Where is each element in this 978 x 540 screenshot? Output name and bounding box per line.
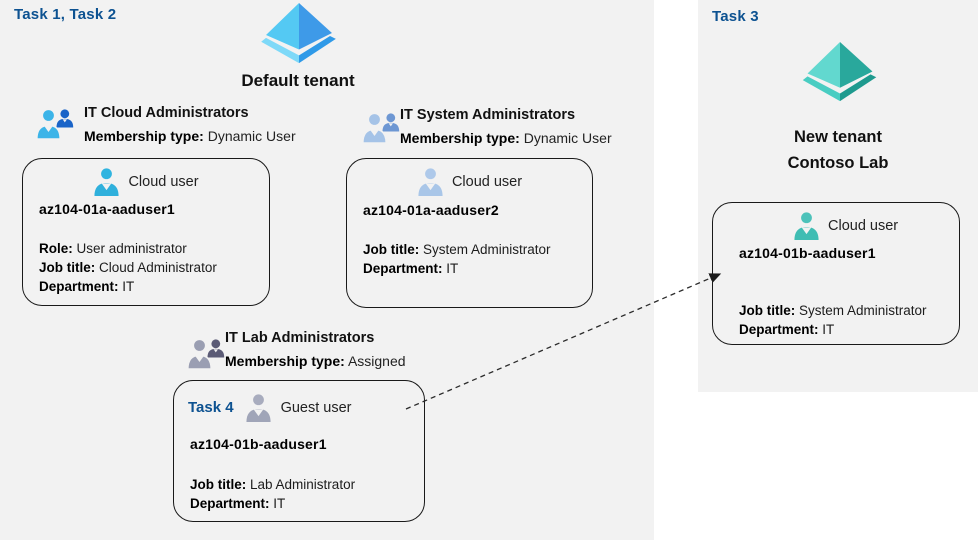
field-department: Department: IT	[739, 322, 835, 337]
new-tenant-name-line1: New tenant	[793, 128, 882, 146]
membership-value: Assigned	[347, 353, 406, 369]
field-department: Department: IT	[363, 261, 459, 276]
user-type-label: Cloud user	[451, 173, 523, 190]
new-tenant-name: New tenant Contoso Lab	[698, 124, 978, 176]
group-icon-it-lab-administrators	[187, 336, 227, 370]
task-4-label: Task 4	[188, 399, 234, 416]
user-card-az104-01a-aaduser2: Cloud user az104-01a-aaduser2 Job title:…	[346, 158, 593, 308]
field-job-title: Job title: System Administrator	[739, 303, 927, 318]
group-header-it-system-administrators: IT System Administrators Membership type…	[400, 103, 612, 148]
azure-ad-icon-default-tenant	[258, 2, 340, 66]
group-header-it-lab-administrators: IT Lab Administrators Membership type: A…	[225, 326, 406, 371]
user-name: az104-01b-aaduser1	[739, 245, 876, 261]
user-name: az104-01b-aaduser1	[190, 436, 327, 452]
user-type-label: Cloud user	[828, 217, 899, 234]
group-icon-it-cloud-administrators	[36, 106, 76, 140]
group-name: IT System Administrators	[400, 107, 576, 123]
cloud-user-icon	[93, 167, 120, 196]
guest-user-card-az104-01b-aaduser1: Task 4 Guest user az104-01b-aaduser1 Job…	[173, 380, 425, 522]
membership-label: Membership type:	[225, 353, 345, 369]
card-header: Cloud user	[23, 159, 269, 196]
task-3-label: Task 3	[712, 8, 759, 25]
field-job-title: Job title: Lab Administrator	[190, 477, 356, 492]
group-membership: Membership type: Dynamic User	[84, 126, 296, 146]
field-department: Department: IT	[190, 496, 286, 511]
card-header: Cloud user	[713, 203, 959, 240]
field-department: Department: IT	[39, 279, 135, 294]
new-tenant-panel: Task 3 New tenant Contoso Lab	[698, 0, 978, 392]
membership-label: Membership type:	[400, 130, 520, 146]
field-role: Role: User administrator	[39, 241, 187, 256]
azure-ad-icon-new-tenant	[794, 41, 886, 104]
task-1-2-label: Task 1, Task 2	[14, 6, 117, 23]
new-tenant-name-line2: Contoso Lab	[787, 154, 889, 172]
user-fields: Role: User administrator Job title: Clou…	[39, 239, 217, 296]
group-membership: Membership type: Assigned	[225, 351, 406, 371]
group-membership: Membership type: Dynamic User	[400, 128, 612, 148]
user-card-az104-01a-aaduser1: Cloud user az104-01a-aaduser1 Role: User…	[22, 158, 270, 306]
group-header-it-cloud-administrators: IT Cloud Administrators Membership type:…	[84, 101, 296, 146]
user-name: az104-01a-aaduser2	[363, 202, 499, 218]
user-fields: Job title: System Administrator Departme…	[739, 301, 927, 339]
user-fields: Job title: System Administrator Departme…	[363, 240, 551, 278]
card-header: Cloud user	[347, 159, 592, 196]
group-icon-it-system-administrators	[362, 110, 402, 144]
cloud-user-icon	[417, 167, 444, 196]
user-fields: Job title: Lab Administrator Department:…	[190, 475, 355, 513]
membership-value: Dynamic User	[523, 130, 612, 146]
user-type-label: Guest user	[280, 399, 352, 416]
guest-user-icon	[245, 393, 272, 422]
user-name: az104-01a-aaduser1	[39, 201, 175, 217]
card-header: Task 4 Guest user	[174, 381, 424, 422]
group-name: IT Cloud Administrators	[84, 105, 249, 121]
user-type-label: Cloud user	[128, 173, 199, 190]
field-job-title: Job title: Cloud Administrator	[39, 260, 217, 275]
user-card-az104-01b-aaduser1-new-tenant: Cloud user az104-01b-aaduser1 Job title:…	[712, 202, 960, 345]
cloud-user-icon	[793, 211, 820, 240]
default-tenant-name: Default tenant	[241, 71, 355, 90]
default-tenant-panel: Task 1, Task 2 Default tenant IT Cloud	[0, 0, 654, 540]
group-name: IT Lab Administrators	[225, 330, 375, 346]
membership-label: Membership type:	[84, 128, 204, 144]
membership-value: Dynamic User	[207, 128, 296, 144]
field-job-title: Job title: System Administrator	[363, 242, 551, 257]
